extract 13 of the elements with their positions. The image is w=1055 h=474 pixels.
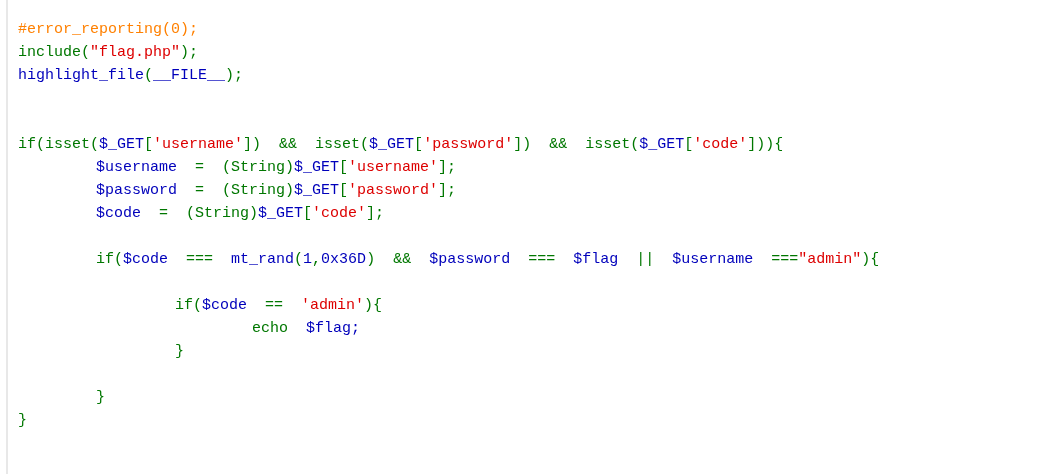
code-line: highlight_file(__FILE__);	[18, 66, 244, 86]
code-line: #error_reporting(0);	[18, 20, 199, 40]
code-line: $password = (String)$_GET['password'];	[96, 181, 457, 201]
code-line: $code = (String)$_GET['code'];	[96, 204, 385, 224]
code-line: echo $flag;	[252, 319, 361, 339]
code-line: }	[96, 388, 105, 408]
code-line: if(isset($_GET['username']) && isset($_GET['password']) && isset($_GET['code'])){	[18, 135, 784, 155]
code-line: $username = (String)$_GET['username'];	[96, 158, 457, 178]
code-line: include("flag.php");	[18, 43, 199, 63]
code-line: }	[18, 411, 27, 431]
code-line: if($code == 'admin'){	[175, 296, 383, 316]
code-line: if($code === mt_rand(1,0x36D) && $password === $flag || $username ==="admin"){	[96, 250, 880, 270]
code-line: }	[175, 342, 184, 362]
